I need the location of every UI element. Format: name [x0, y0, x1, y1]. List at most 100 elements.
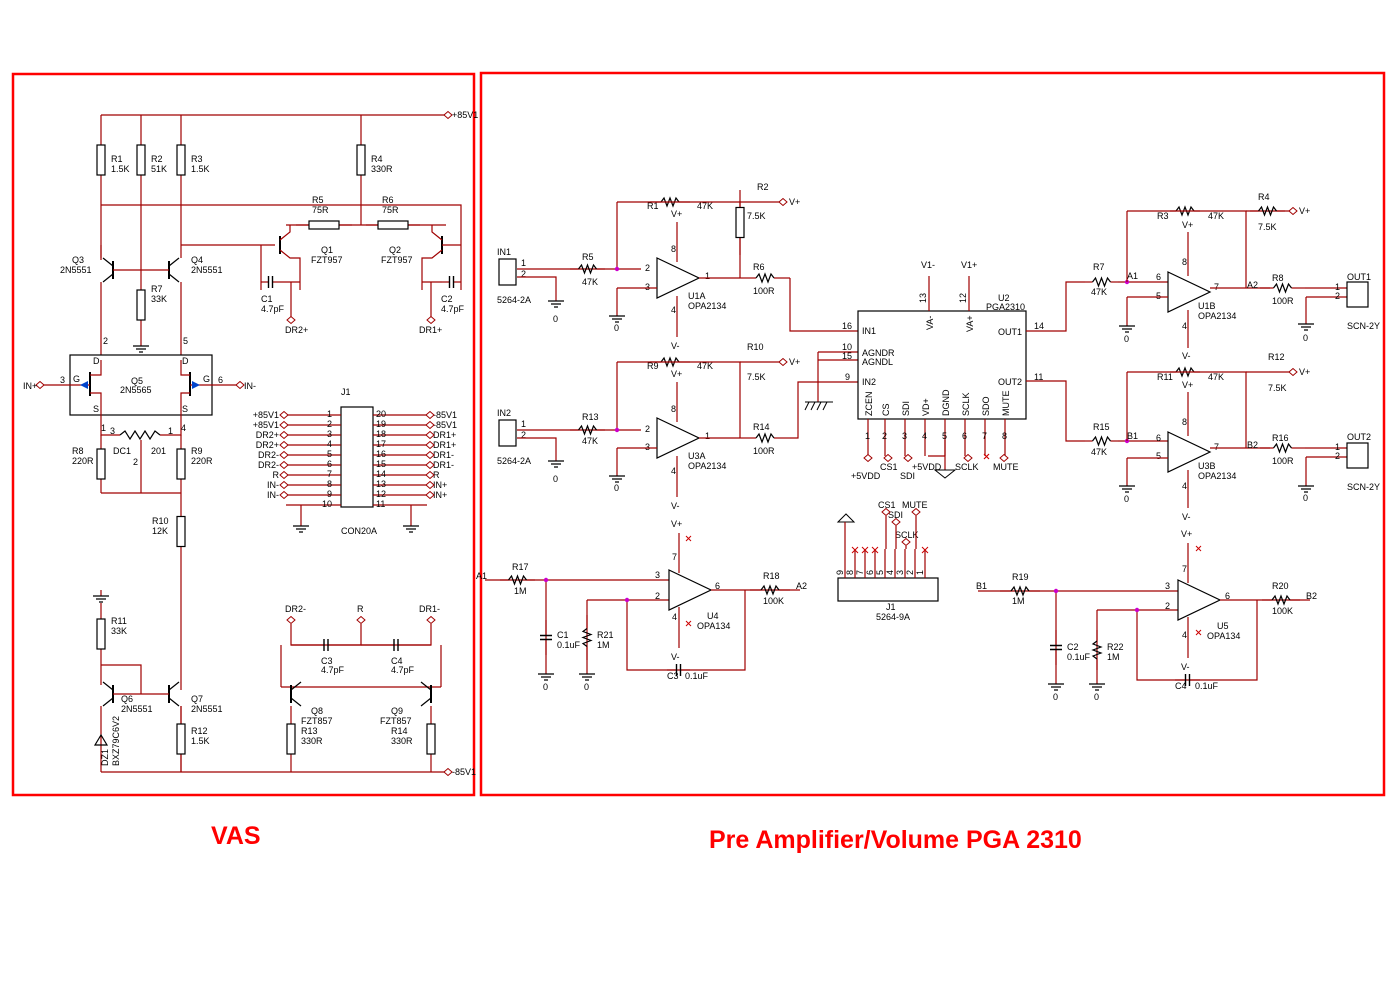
resistor-r19: [1010, 585, 1030, 597]
wire: [101, 204, 462, 245]
label: SDI: [901, 401, 911, 416]
label: 2: [521, 269, 526, 279]
resistor-r4x: [1258, 205, 1277, 217]
ic-u2-pga2310: [857, 310, 1027, 420]
label: SCLK: [961, 392, 971, 416]
offpage-port: [1288, 367, 1298, 377]
label: IN+: [433, 490, 447, 500]
label: 2: [645, 263, 650, 273]
label: 47K: [1208, 372, 1224, 382]
label: IN-: [267, 480, 279, 490]
junction-dot: [614, 427, 620, 433]
label: 51K: [151, 164, 167, 174]
offpage-port: [279, 440, 289, 450]
label: IN2: [862, 377, 876, 387]
label: 201: [151, 446, 166, 456]
label: 1: [1335, 442, 1340, 452]
label: 2: [103, 336, 108, 346]
label: 1: [915, 570, 925, 575]
label: R21: [597, 630, 614, 640]
offpage-port: [279, 490, 289, 500]
label: DR1+: [433, 440, 456, 450]
label: C2: [441, 294, 453, 304]
transistor-collector: [420, 681, 432, 691]
label: 1: [1335, 282, 1340, 292]
label: CON20A: [341, 526, 377, 536]
label: 9: [835, 570, 845, 575]
label: V+: [1181, 529, 1192, 539]
label: C4: [391, 656, 403, 666]
capacitor-c2: [1050, 644, 1062, 651]
label: 2: [1335, 291, 1340, 301]
offpage-port: [903, 453, 913, 463]
label: DR1-: [433, 450, 454, 460]
label: R13: [301, 726, 318, 736]
label: 14: [376, 469, 386, 479]
label: V-: [1181, 662, 1190, 672]
label: 3: [60, 375, 65, 385]
label: R5: [312, 195, 324, 205]
rail-label-top: +85V1: [452, 110, 478, 120]
label: 220R: [191, 456, 213, 466]
rail-label-bottom: -85V1: [452, 767, 476, 777]
label: 1.5K: [191, 164, 210, 174]
capacitor-c1: [267, 276, 274, 288]
transistor-emitter: [420, 697, 432, 707]
net-dr2m: DR2-: [285, 604, 306, 614]
offpage-port: [863, 453, 873, 463]
label: 15: [376, 459, 386, 469]
ground-symbol: [1298, 323, 1314, 331]
label: C4: [1175, 681, 1187, 691]
offpage-port: [425, 490, 435, 500]
label: -85V1: [433, 410, 457, 420]
ground-symbol: [538, 673, 554, 681]
label: U5: [1217, 621, 1229, 631]
label: V+: [789, 357, 800, 367]
ground-symbol: [609, 475, 625, 483]
label: 7: [855, 570, 865, 575]
no-connect: [983, 453, 990, 460]
label: Q3: [72, 255, 84, 265]
label: IN-: [267, 490, 279, 500]
label: 8: [671, 404, 676, 414]
ground-symbol: [133, 345, 149, 353]
label: 2: [521, 430, 526, 440]
label: DR1-: [433, 460, 454, 470]
label: U1A: [688, 291, 706, 301]
junction-dot: [614, 266, 620, 272]
label: 8: [1002, 431, 1007, 441]
resistor-r13: [578, 424, 597, 436]
resistor-r2x: [735, 206, 745, 239]
label: DR2-: [258, 460, 279, 470]
label: 2N5551: [60, 265, 92, 275]
resistor-r13: [286, 723, 296, 755]
label: 33K: [111, 626, 127, 636]
transistor-collector: [168, 257, 180, 267]
label: V1-: [921, 260, 935, 270]
junction-dot: [624, 597, 630, 603]
resistor-r14: [755, 432, 775, 444]
label: 6: [1225, 591, 1230, 601]
offpage-port: [1288, 206, 1298, 216]
label: R16: [1272, 433, 1289, 443]
offpage-port: [443, 767, 453, 777]
offpage-port: [426, 315, 436, 325]
no-connect: [1195, 545, 1202, 636]
label: 33K: [151, 294, 167, 304]
resistor-r3: [176, 144, 186, 176]
label: 47K: [697, 201, 713, 211]
offpage-port: [778, 197, 788, 207]
label: 16: [376, 449, 386, 459]
label: +5VDD: [851, 471, 881, 481]
label: Q6: [121, 694, 133, 704]
ground-symbol: [1089, 683, 1105, 691]
label: 6: [962, 431, 967, 441]
ground-symbol: [1048, 683, 1064, 691]
label: C1: [557, 630, 569, 640]
label: R10: [747, 342, 764, 352]
no-connect: [921, 546, 929, 554]
label: IN1: [497, 247, 511, 257]
jfet-arrow: [192, 381, 200, 389]
opamp-u1b: [1167, 271, 1212, 313]
